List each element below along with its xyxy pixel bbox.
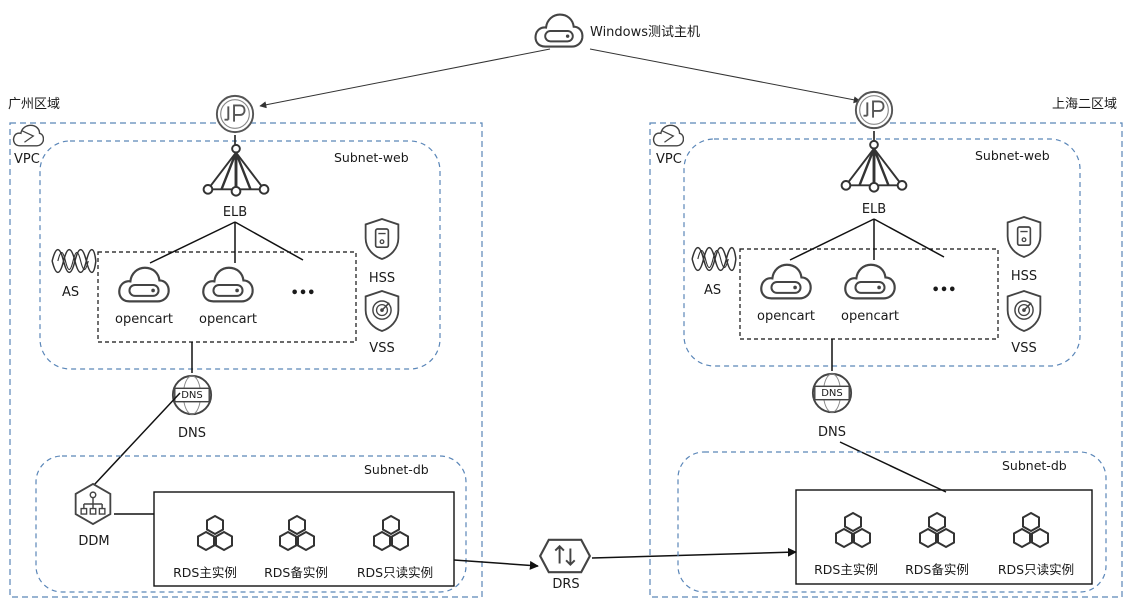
rds-icon: [279, 515, 315, 563]
host-to-right-eip-arrow: [589, 48, 861, 104]
windows-host: Windows测试主机: [534, 13, 700, 48]
as-label-left: AS: [62, 285, 79, 300]
drs-icon: [539, 538, 591, 574]
hss-label-right: HSS: [1011, 269, 1037, 284]
rds-primary-left: RDS主实例: [173, 565, 237, 580]
rds-standby-right: RDS备实例: [905, 562, 969, 577]
subnet-web-left-label: Subnet-web: [334, 150, 409, 165]
drs-rds-arrow: [591, 547, 797, 559]
hss-label-left: HSS: [369, 271, 395, 286]
rds-icon: [197, 515, 233, 563]
opencart-label-right-2: opencart: [841, 309, 899, 324]
eip-icon: [854, 90, 894, 130]
subnet-web-right-label: Subnet-web: [975, 148, 1050, 163]
elb-link-3-left: [234, 221, 304, 261]
region-right-label: 上海二区域: [1052, 97, 1117, 112]
subnet-web-left: [39, 140, 441, 370]
vpc-icon: [12, 124, 44, 147]
server-cloud-icon: [202, 266, 254, 303]
subnet-db-left: [35, 455, 467, 593]
subnet-web-right: [683, 138, 1081, 367]
hss-icon: [364, 218, 400, 260]
elb-icon: [202, 143, 270, 198]
vss-label-left: VSS: [369, 341, 394, 356]
dns-rds-link-right: [839, 441, 947, 493]
drs-label: DRS: [552, 577, 579, 592]
elb-link-1-left: [149, 221, 236, 264]
dns-glyph-right: DNS: [821, 388, 843, 399]
vss-icon: [364, 290, 400, 332]
server-cloud-icon: [760, 263, 812, 300]
as-label-right: AS: [704, 283, 721, 298]
vpc-frame-right: [649, 122, 1123, 598]
rds-group-right: [795, 489, 1093, 585]
vss-icon: [1006, 290, 1042, 332]
rds-readonly-left: RDS只读实例: [357, 565, 433, 580]
rds-standby-left: RDS备实例: [264, 565, 328, 580]
subnet-db-right: [677, 451, 1107, 593]
server-cloud-icon: [844, 263, 896, 300]
hss-icon: [1006, 216, 1042, 258]
subnet-db-left-label: Subnet-db: [364, 462, 429, 477]
host-to-left-eip-arrow: [259, 48, 551, 109]
server-cloud-icon: [534, 13, 584, 48]
vpc-label-right: VPC: [656, 152, 682, 167]
server-cloud-icon: [118, 266, 170, 303]
rds-icon: [1013, 512, 1049, 560]
as-icon: [51, 248, 97, 274]
dns-label-left: DNS: [178, 426, 206, 441]
opencart-label-left-2: opencart: [199, 312, 257, 327]
rds-icon: [835, 512, 871, 560]
scaling-group-right: [739, 248, 999, 340]
opencart-label-left-1: opencart: [115, 312, 173, 327]
dns-glyph-left: DNS: [181, 390, 203, 401]
as-icon: [691, 246, 737, 272]
vss-label-right: VSS: [1011, 341, 1036, 356]
ellipsis-right: •••: [932, 283, 957, 298]
rds-primary-right: RDS主实例: [814, 562, 878, 577]
scaling-group-left: [97, 251, 357, 343]
windows-host-label: Windows测试主机: [590, 25, 700, 40]
elb-label-left: ELB: [223, 205, 247, 220]
subnet-db-right-label: Subnet-db: [1002, 458, 1067, 473]
elb-link-1-right: [789, 218, 875, 261]
elb-label-right: ELB: [862, 202, 886, 217]
rds-icon: [919, 512, 955, 560]
elb-icon: [840, 139, 908, 194]
rds-icon: [373, 515, 409, 563]
ellipsis-left: •••: [291, 286, 316, 301]
vpc-label-left: VPC: [14, 152, 40, 167]
vpc-icon: [652, 124, 684, 147]
ddm-label: DDM: [78, 534, 109, 549]
elb-link-3-right: [873, 218, 945, 258]
eip-icon: [215, 94, 255, 134]
dns-label-right: DNS: [818, 425, 846, 440]
rds-group-left: [153, 491, 455, 587]
dns-ddm-link: [93, 392, 181, 486]
vpc-frame-left: [9, 122, 483, 598]
ddm-icon: [74, 482, 112, 526]
rds-drs-arrow: [453, 559, 539, 570]
rds-readonly-right: RDS只读实例: [998, 562, 1074, 577]
opencart-label-right-1: opencart: [757, 309, 815, 324]
region-left-label: 广州区域: [8, 97, 60, 112]
